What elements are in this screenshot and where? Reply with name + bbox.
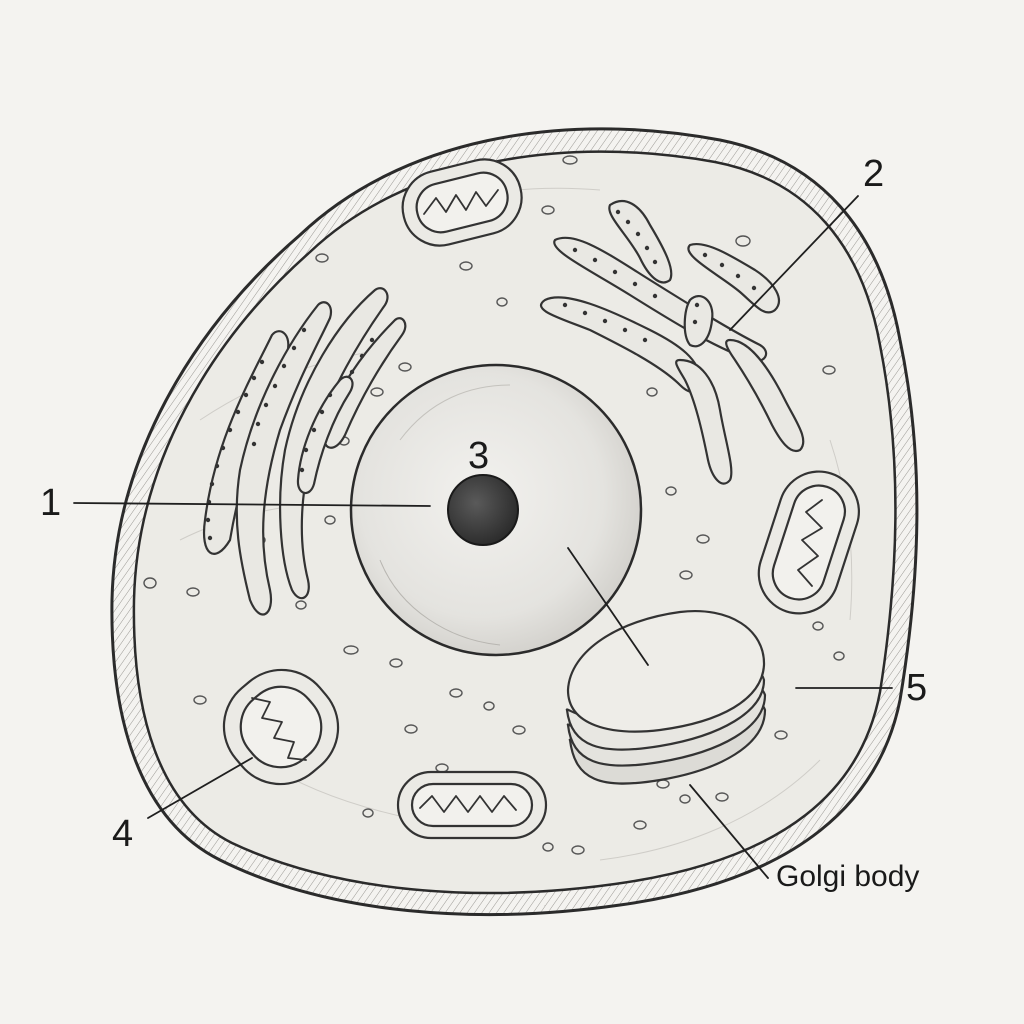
rough-er-right bbox=[539, 199, 805, 485]
label-1: 1 bbox=[40, 482, 61, 524]
mitochondrion-top bbox=[401, 158, 523, 247]
leader-line-4 bbox=[147, 757, 253, 819]
label-3: 3 bbox=[468, 435, 489, 477]
leader-line-golgi bbox=[689, 784, 769, 879]
label-5: 5 bbox=[906, 667, 927, 709]
rough-er-left-ribosomes bbox=[205, 327, 375, 541]
label-2: 2 bbox=[863, 153, 884, 195]
mitochondrion-bottom bbox=[396, 770, 548, 840]
rough-er-right-ribosomes bbox=[562, 209, 757, 343]
leader-line-nucleus bbox=[567, 547, 649, 666]
label-golgi-body: Golgi body bbox=[776, 860, 919, 893]
stacked-organelle bbox=[565, 610, 767, 785]
nucleolus bbox=[447, 474, 519, 546]
mitochondrion-left bbox=[222, 668, 340, 786]
label-4: 4 bbox=[112, 813, 133, 855]
rough-er-left bbox=[202, 287, 407, 616]
leader-line-2 bbox=[729, 195, 859, 331]
leader-line-1 bbox=[73, 502, 431, 507]
mitochondrion-right bbox=[757, 470, 860, 615]
